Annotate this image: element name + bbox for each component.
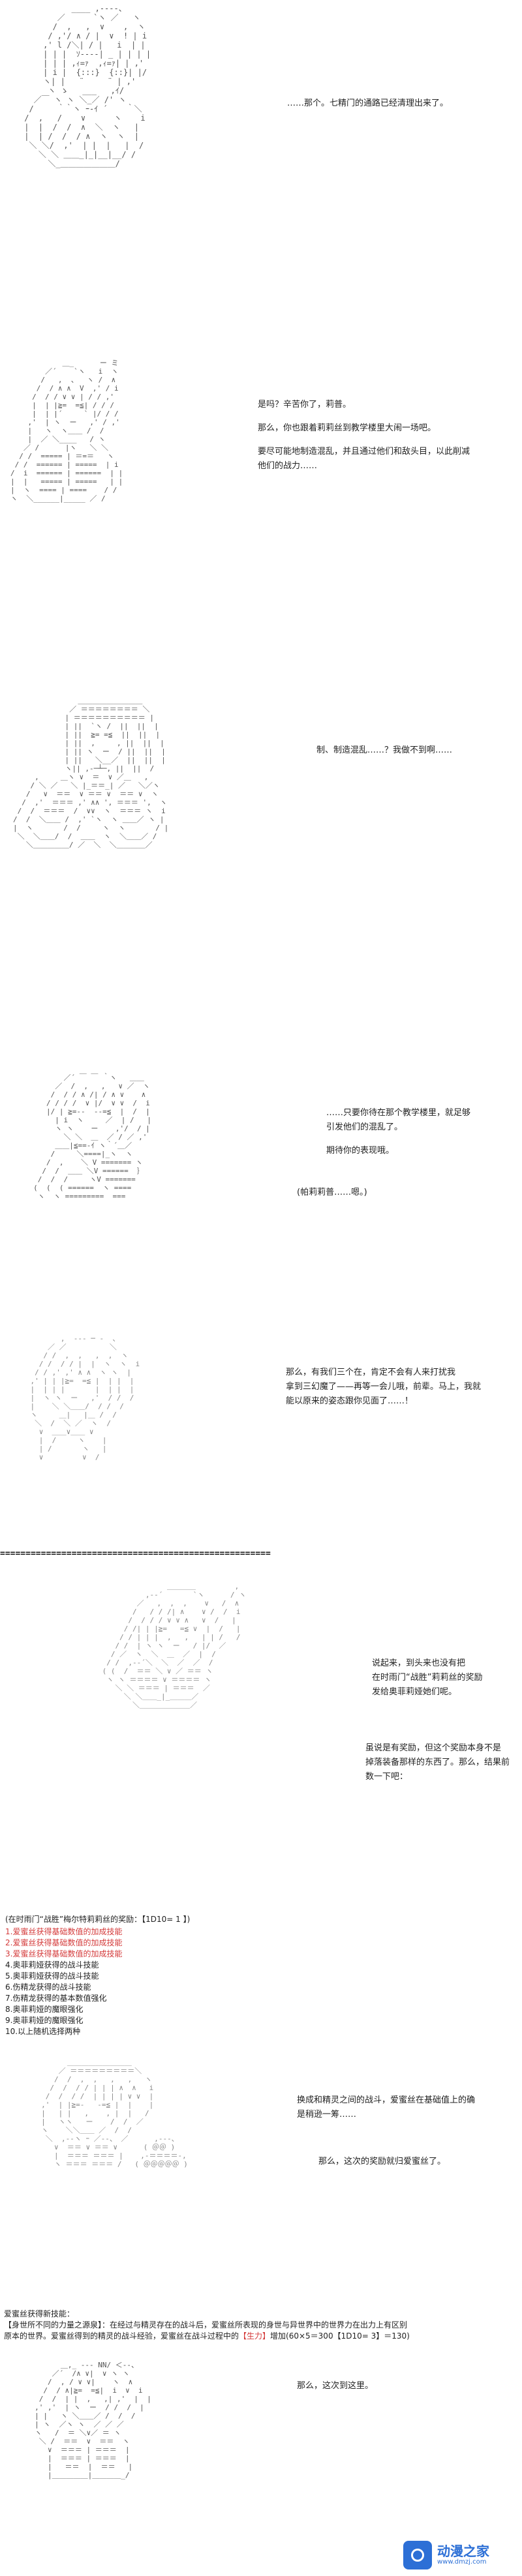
skill-desc: ：在经过与精灵存在的战斗后，爱蜜丝所表现的身世与异世界中的世界力在出力上有区别: [102, 2320, 408, 2329]
panel-4: ／´ ￣ ￣ ｀ヽ ＿＿ ／ / , , ∨ ／ ヽ / / / ∧ /| / …: [0, 1070, 522, 1285]
dialog-box: (帕莉莉普……嗯。): [297, 1186, 367, 1209]
dialog-line: 那么，有我们三个在，肯定不会有人来打扰我 拿到三幻魔了——再等一会儿哦，前辈。马…: [286, 1368, 482, 1406]
reward-roll: (在时雨门“战胜”梅尔特莉莉丝的奖励：【1D10= 1 】) 1.爱蜜丝获得基础…: [5, 1914, 190, 2037]
skill-name: 【身世所不同的力量之源泉】: [4, 2320, 102, 2329]
panel-8: ＿,_ -‐‐ NN/ ＜‐-、 ／´ /∧ ∨| ∨ ヽ ヽ / , / ∨ …: [0, 2348, 522, 2569]
reward-option: 7.伤精龙获得的基本数值强化: [5, 1994, 107, 2003]
skill-line-2: 原本的世界。爱蜜丝得到的精灵的战斗经验，爱蜜丝在战斗过程中的【生力】增加(60×…: [4, 2331, 513, 2342]
watermark-main: 动漫之家: [437, 2543, 489, 2559]
character-ascii-art: ____ ,-‐‐-、 ／ `ヽ ／ ヽ / , , ∨ , ヽ / ,'/ ∧…: [24, 4, 151, 168]
character-ascii-art: ＿,_ -‐‐ NN/ ＜‐-、 ／´ /∧ ∨| ∨ ヽ ヽ / , / ∨ …: [35, 2361, 151, 2479]
dialog-box: ……只要你待在那个教学楼里，就足够 引发他们的混乱了。 期待你的表现哦。: [326, 1106, 470, 1167]
dialog-box: 那么，有我们三个在，肯定不会有人来打扰我 拿到三幻魔了——再等一会儿哦，前辈。马…: [286, 1366, 481, 1418]
reward-option: 6.伤精龙获得的战斗技能: [5, 1983, 91, 1992]
character-ascii-art: ＿＿＿＿＿＿＿＿＿ ／ ＝＝＝＝＝＝＝＝＝＼ / / , , , , ヽ / /…: [41, 2058, 188, 2168]
reward-title: (在时雨门“战胜”梅尔特莉莉丝的奖励：【1D10= 1 】): [5, 1915, 191, 1924]
panel-1: ____ ,-‐‐-、 ／ `ヽ ／ ヽ / , , ∨ , ヽ / ,'/ ∧…: [0, 0, 522, 196]
character-ascii-art: , -‐‐ ─ - 、 ／ ／ ＼ / / , , , , ヽ / / / / …: [30, 1334, 140, 1461]
dialog-box: 说起来，到头来也没有把 在时雨门“战胜”莉莉丝的奖励 发给奥菲莉娅她们呢。: [372, 1656, 482, 1709]
character-ascii-art: ＿_ ー ミ ／´ `ヽ i ヽ / , 、 ヽ / ∧ / / ∧ ∧ V ,…: [10, 359, 123, 503]
reward-option: 1.爱蜜丝获得基础数值的加成技能: [5, 1927, 123, 1936]
reward-option: 3.爱蜜丝获得基础数值的加成技能: [5, 1949, 123, 1958]
reward-option: 10.以上随机选择两种: [5, 2027, 81, 2036]
skill-description: 爱蜜丝获得新技能： 【身世所不同的力量之源泉】：在经过与精灵存在的战斗后，爱蜜丝…: [4, 2309, 513, 2342]
reward-option: 9.奥菲莉娅的魔眼强化: [5, 2016, 84, 2025]
dialog-line: 是吗？辛苦你了，莉普。: [258, 400, 352, 410]
skill-line-2-prefix: 原本的世界。爱蜜丝得到的精灵的战斗经验，爱蜜丝在战斗过程中的: [4, 2331, 239, 2341]
panel-5: , -‐‐ ─ - 、 ／ ／ ＼ / / , , , , ヽ / / / / …: [0, 1330, 522, 1526]
dialog-line: 那么，这次到这里。: [297, 2381, 374, 2391]
dialog-line: 那么，这次的奖励就归爱蜜丝了。: [318, 2157, 446, 2166]
watermark-text: 动漫之家 www.dmzj.com: [437, 2544, 489, 2566]
section-separator: ========================================…: [0, 1549, 271, 1559]
character-ascii-art: ＿＿＿＿ , ,-‐´ `ヽ / ヽ ／ , , , ∨ / ∧ / / / /…: [102, 1582, 247, 1709]
dialog-box: 虽说是有奖励，但这个奖励本身不是 掉落装备那样的东西了。那么，结果前 数一下吧：: [365, 1741, 510, 1793]
dialog-box: 制、制造混乱……？我做不到啊……: [316, 743, 452, 767]
dialog-line: 虽说是有奖励，但这个奖励本身不是 掉落装备那样的东西了。那么，结果前 数一下吧：: [365, 1743, 510, 1782]
dialog-line: ……那个。七精门的通路已经清理出来了。: [287, 98, 449, 108]
skill-line-2-suffix: 增加(60×5＝300【1D10= 3】＝130): [270, 2331, 410, 2341]
dialog-line: 说起来，到头来也没有把 在时雨门“战胜”莉莉丝的奖励 发给奥菲莉娅她们呢。: [372, 1658, 483, 1697]
dialog-box: ……那个。七精门的通路已经清理出来了。: [287, 97, 448, 120]
dialog-box: 换成和精灵之间的战斗，爱蜜丝在基础值上的确 是稍逊一筹……: [297, 2093, 475, 2131]
dmzj-logo-icon: [403, 2541, 432, 2569]
reward-option: 8.奥菲莉娅的魔眼强化: [5, 2005, 84, 2014]
skill-stat-accent: 【生力】: [239, 2331, 271, 2341]
site-watermark: 动漫之家 www.dmzj.com: [403, 2538, 514, 2572]
reward-option: 4.奥菲莉娅获得的战斗技能: [5, 1960, 99, 1969]
dialog-line: 制、制造混乱……？我做不到啊……: [316, 745, 453, 755]
reward-option: 2.爱蜜丝获得基础数值的加成技能: [5, 1938, 123, 1947]
panel-2: ＿_ ー ミ ／´ `ヽ i ヽ / , 、 ヽ / ∧ / / ∧ ∧ V ,…: [0, 352, 522, 567]
reward-options: 1.爱蜜丝获得基础数值的加成技能 2.爱蜜丝获得基础数值的加成技能 3.爱蜜丝获得基…: [5, 1926, 190, 2037]
dialog-line: (帕莉莉普……嗯。): [297, 1188, 367, 1197]
reward-option: 5.奥菲莉娅获得的战斗技能: [5, 1971, 99, 1981]
dialog-line: ……只要你待在那个教学楼里，就足够 引发他们的混乱了。: [326, 1108, 471, 1132]
skill-heading: 爱蜜丝获得新技能：: [4, 2309, 75, 2318]
panel-6: ＿＿＿＿ , ,-‐´ `ヽ / ヽ ／ , , , ∨ / ∧ / / / /…: [0, 1578, 522, 1878]
dialog-line: 要尽可能地制造混乱，并且通过他们和敌头目，以此削减 他们的战力……: [258, 447, 470, 471]
skill-line-1: 【身世所不同的力量之源泉】：在经过与精灵存在的战斗后，爱蜜丝所表现的身世与异世界…: [4, 2320, 513, 2331]
dialog-box: 那么，这次到这里。: [297, 2379, 373, 2403]
dialog-line: 那么，你也跟着莉莉丝到教学楼里大闹一场吧。: [258, 423, 437, 433]
panel-3: ＿＿＿＿＿＿＿＿＿ ／ ＝＝＝＝＝＝＝＝ ＼ | ＝＝＝＝＝＝＝＝＝＝ | | …: [0, 691, 522, 965]
dialog-line: 期待你的表现哦。: [326, 1146, 395, 1156]
character-ascii-art: ＿＿＿＿＿＿＿＿＿ ／ ＝＝＝＝＝＝＝＝ ＼ | ＝＝＝＝＝＝＝＝＝＝ | | …: [13, 696, 169, 849]
dialog-box: 那么，这次的奖励就归爱蜜丝了。: [318, 2155, 446, 2178]
dialog-line: 换成和精灵之间的战斗，爱蜜丝在基础值上的确 是稍逊一筹……: [297, 2095, 476, 2119]
character-ascii-art: ／´ ￣ ￣ ｀ヽ ＿＿ ／ / , , ∨ ／ ヽ / / / ∧ /| / …: [33, 1073, 152, 1201]
panel-7: ＿＿＿＿＿＿＿＿＿ ／ ＝＝＝＝＝＝＝＝＝＼ / / , , , , ヽ / /…: [0, 2054, 522, 2269]
watermark-url: www.dmzj.com: [437, 2558, 487, 2566]
dialog-box: 是吗？辛苦你了，莉普。 那么，你也跟着莉莉丝到教学楼里大闹一场吧。 要尽可能地制…: [258, 398, 470, 483]
